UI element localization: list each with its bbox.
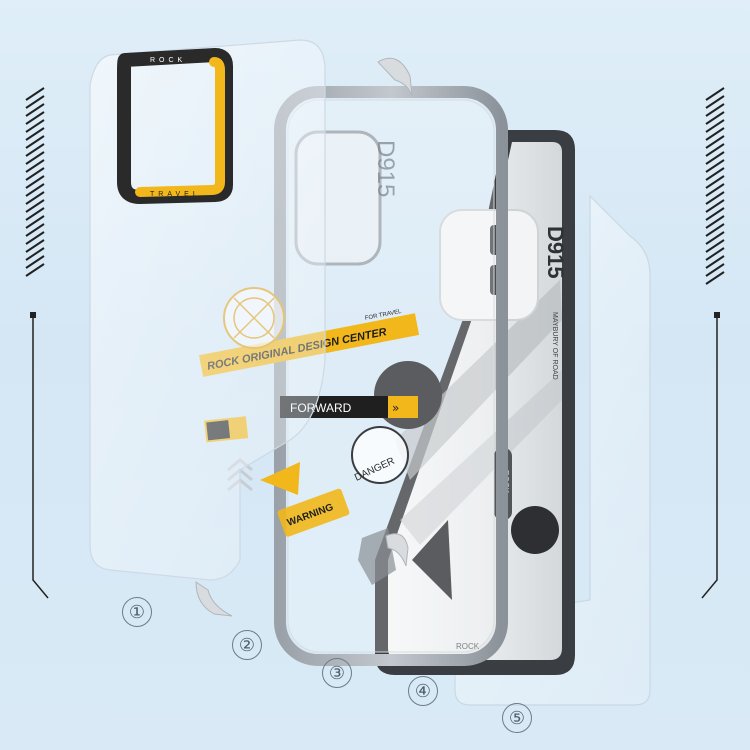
corner-bumpers-layer-2 [195,57,413,617]
bumper-model-text: D915 [372,140,399,197]
front-film-layer-1: ROCK TRAVEL [89,39,326,581]
label-layer-5: ⑤ [502,703,532,733]
svg-text:»: » [392,401,399,415]
label-layer-4: ④ [408,676,438,706]
bottom-brand-text: ROCK [456,642,480,651]
frame-bottom-text: TRAVEL [150,191,201,198]
left-hatch-decoration [25,87,49,599]
model-text: D915 [543,226,568,279]
label-layer-3: ③ [322,658,352,688]
back-plate-layer-4: D915 MAYBURY OF ROAD ROCK ROCK [374,130,575,675]
frame-top-text: ROCK [150,57,186,64]
right-hatch-decoration [701,87,725,599]
danger-emblem: DANGER [351,426,409,484]
back-dot-bottom [511,506,559,554]
rear-film-layer-5 [454,194,651,706]
label-layer-2: ② [232,630,262,660]
label-layer-1: ① [122,597,152,627]
slogan-text: MAYBURY OF ROAD [551,312,558,380]
